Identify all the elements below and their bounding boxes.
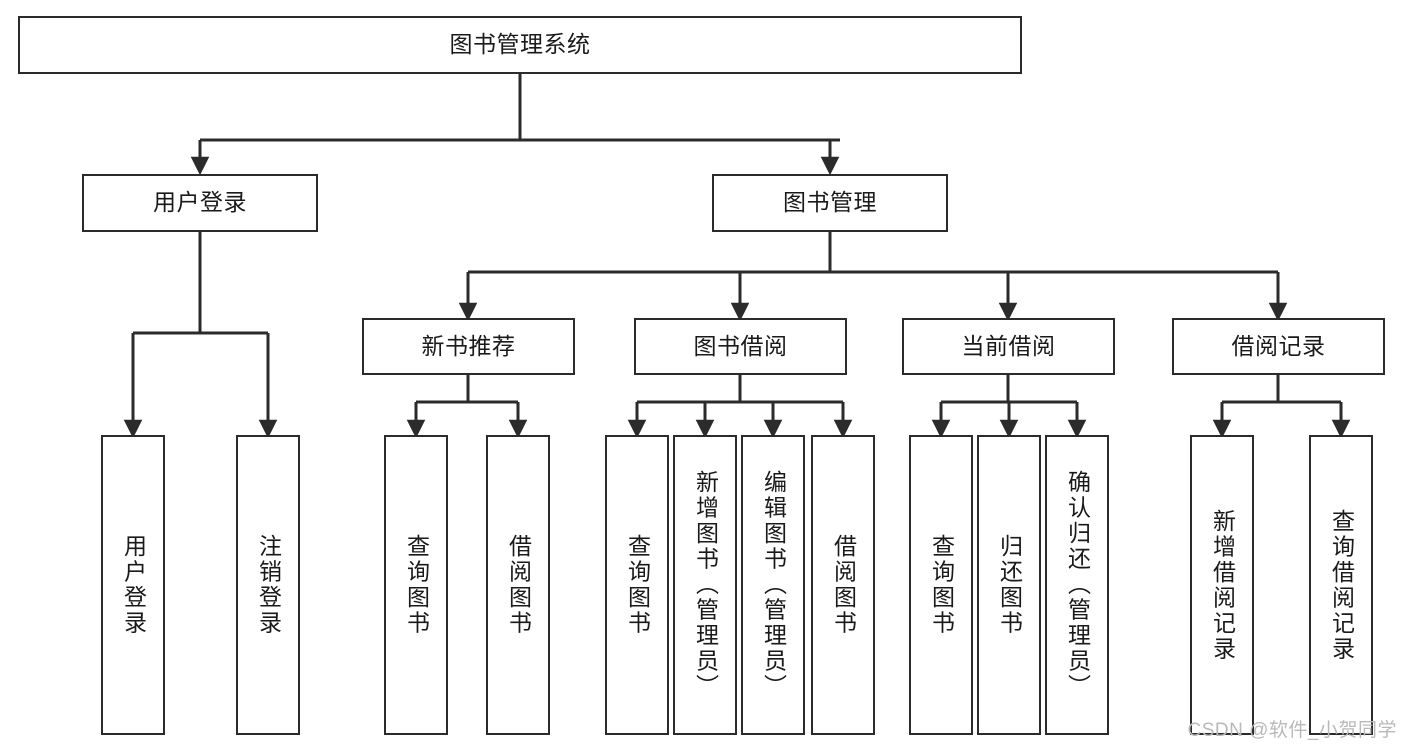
node-leaf-add-borrow-record[interactable]: 新增借阅记录	[1190, 435, 1254, 735]
node-borrow-records[interactable]: 借阅记录	[1172, 318, 1385, 375]
node-leaf-edit-book-admin-label: 编辑图书（管理员）	[760, 470, 787, 700]
node-root-label: 图书管理系统	[449, 31, 591, 58]
node-book-borrow-label: 图书借阅	[693, 332, 788, 359]
node-user-login-label: 用户登录	[153, 189, 247, 216]
node-leaf-query-borrow-record-label: 查询借阅记录	[1328, 508, 1355, 662]
node-leaf-borrow-books-label: 借阅图书	[830, 534, 857, 636]
node-leaf-add-borrow-record-label: 新增借阅记录	[1209, 508, 1236, 662]
node-leaf-query-books-current[interactable]: 查询图书	[909, 435, 973, 735]
node-borrow-records-label: 借阅记录	[1231, 332, 1326, 359]
node-leaf-user-login-label: 用户登录	[120, 534, 147, 636]
node-leaf-logout-label: 注销登录	[255, 534, 282, 636]
node-book-management[interactable]: 图书管理	[712, 174, 948, 232]
node-current-borrow[interactable]: 当前借阅	[902, 318, 1115, 375]
node-new-book-recommend[interactable]: 新书推荐	[362, 318, 575, 375]
node-leaf-borrow-books-new-label: 借阅图书	[505, 534, 532, 636]
node-leaf-query-borrow-record[interactable]: 查询借阅记录	[1309, 435, 1373, 735]
node-leaf-borrow-books[interactable]: 借阅图书	[811, 435, 875, 735]
node-leaf-add-book-admin-label: 新增图书（管理员）	[692, 470, 719, 700]
node-leaf-logout[interactable]: 注销登录	[236, 435, 300, 735]
node-leaf-query-books-new[interactable]: 查询图书	[384, 435, 448, 735]
node-leaf-edit-book-admin[interactable]: 编辑图书（管理员）	[741, 435, 805, 735]
node-current-borrow-label: 当前借阅	[961, 332, 1056, 359]
node-leaf-query-books-borrow[interactable]: 查询图书	[605, 435, 669, 735]
node-new-book-recommend-label: 新书推荐	[421, 332, 516, 359]
node-leaf-confirm-return-admin[interactable]: 确认归还（管理员）	[1045, 435, 1109, 735]
node-leaf-borrow-books-new[interactable]: 借阅图书	[486, 435, 550, 735]
node-leaf-query-books-new-label: 查询图书	[403, 534, 430, 636]
node-root[interactable]: 图书管理系统	[18, 16, 1022, 74]
node-leaf-add-book-admin[interactable]: 新增图书（管理员）	[673, 435, 737, 735]
node-leaf-return-books-label: 归还图书	[996, 534, 1023, 636]
node-book-management-label: 图书管理	[783, 189, 877, 216]
node-leaf-query-books-current-label: 查询图书	[928, 534, 955, 636]
node-user-login[interactable]: 用户登录	[82, 174, 318, 232]
node-leaf-return-books[interactable]: 归还图书	[977, 435, 1041, 735]
node-leaf-user-login[interactable]: 用户登录	[101, 435, 165, 735]
node-leaf-confirm-return-admin-label: 确认归还（管理员）	[1064, 470, 1091, 700]
node-book-borrow[interactable]: 图书借阅	[634, 318, 847, 375]
node-leaf-query-books-borrow-label: 查询图书	[624, 534, 651, 636]
